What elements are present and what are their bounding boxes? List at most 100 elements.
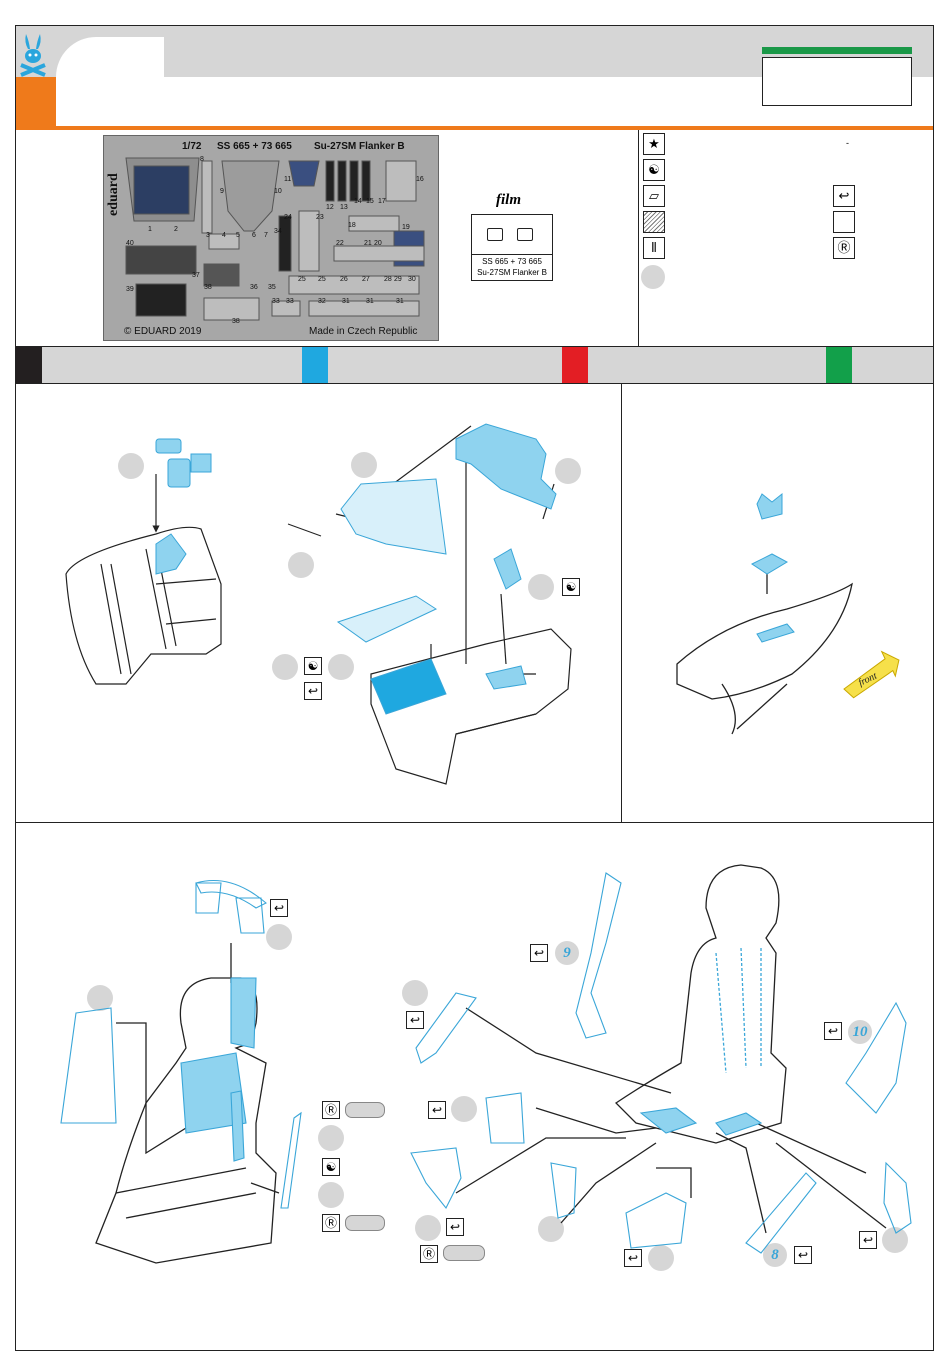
section-divider-horizontal	[16, 822, 933, 823]
star-icon: ★	[643, 133, 665, 155]
step-circle	[528, 574, 554, 600]
step-circle	[266, 924, 292, 950]
film-window-left	[487, 228, 503, 241]
fret-part-number: 25	[298, 276, 306, 283]
fret-codes: SS 665 + 73 665	[217, 141, 292, 152]
reverse-icon: Ⓡ	[322, 1101, 340, 1119]
fret-part-number: 6	[252, 232, 256, 239]
fret-part-number: 9	[220, 188, 224, 195]
seat-instruction-drawing	[60, 864, 912, 1264]
hatched-icon	[643, 211, 665, 233]
fret-part-number: 15	[366, 198, 374, 205]
step-circle	[328, 654, 354, 680]
fold-icon: ↩	[530, 944, 548, 962]
color-chip-black	[16, 347, 42, 383]
step-circle	[415, 1215, 441, 1241]
fret-part-number: 33	[272, 298, 280, 305]
fret-part-number: 31	[366, 298, 374, 305]
fret-part-number: 31	[342, 298, 350, 305]
film-divider	[471, 254, 553, 255]
step-number-8: 8	[763, 1243, 787, 1267]
fret-part-number: 22	[336, 240, 344, 247]
fret-part-number: 17	[378, 198, 386, 205]
color-chip-blue	[302, 347, 328, 383]
step-circle	[272, 654, 298, 680]
step-circle	[351, 452, 377, 478]
fret-part-number: 7	[264, 232, 268, 239]
fret-part-number: 4	[222, 232, 226, 239]
header-tab	[56, 37, 164, 127]
drill-icon: ⫴	[643, 237, 665, 259]
fold-icon: ↩	[824, 1022, 842, 1040]
fret-parts-drawing	[125, 157, 425, 321]
fret-copyright: © EDUARD 2019	[124, 326, 202, 337]
yin-yang-icon: ☯	[304, 657, 322, 675]
fret-part-number: 32	[318, 298, 326, 305]
color-strip	[16, 347, 933, 383]
fret-part-number: 5	[236, 232, 240, 239]
fret-scale: 1/72	[182, 141, 202, 152]
step-circle	[648, 1245, 674, 1271]
step-circle	[318, 1125, 344, 1151]
fret-part-number: 19	[402, 224, 410, 231]
step-number-9: 9	[555, 941, 579, 965]
film-box	[471, 214, 553, 281]
fret-part-number: 37	[192, 272, 200, 279]
step-circle	[87, 985, 113, 1011]
step-number-10: 10	[848, 1020, 872, 1044]
fret-part-number: 11	[284, 176, 292, 183]
fret-part-number: 3	[206, 232, 210, 239]
fret-kit: Su-27SM Flanker B	[314, 141, 405, 152]
fold-icon: ↩	[833, 185, 855, 207]
legend-number-circle	[641, 265, 665, 289]
fret-origin: Made in Czech Republic	[309, 326, 418, 337]
step-circle	[288, 552, 314, 578]
fret-part-number: 24	[284, 214, 292, 221]
nose-instruction-drawing: front	[676, 492, 900, 735]
rabbit-logo-icon	[20, 34, 46, 77]
film-codes: SS 665 + 73 665	[482, 257, 542, 266]
fret-part-number: 28	[384, 276, 392, 283]
step-circle	[555, 458, 581, 484]
fret-part-number: 16	[416, 176, 424, 183]
glass-icon: ▱	[643, 185, 665, 207]
fold-icon: ↩	[428, 1101, 446, 1119]
fret-part-number: 2	[174, 226, 178, 233]
cockpit-instruction-drawing	[65, 423, 572, 785]
fret-part-number: 1	[148, 226, 152, 233]
fret-part-number: 26	[340, 276, 348, 283]
fold-icon: ↩	[406, 1011, 424, 1029]
fret-part-number: 36	[250, 284, 258, 291]
fret-part-number: 18	[348, 222, 356, 229]
fold-icon: ↩	[304, 682, 322, 700]
photo-etch-fret: 1/72 SS 665 + 73 665 Su-27SM Flanker B e…	[103, 135, 439, 341]
step-circle	[118, 453, 144, 479]
fold-icon: ↩	[270, 899, 288, 917]
step-circle	[538, 1216, 564, 1242]
section-divider-vertical	[621, 383, 622, 823]
strip-bottom-line	[16, 383, 933, 384]
step-circle	[318, 1182, 344, 1208]
page-frame	[15, 25, 934, 1351]
reverse-icon: Ⓡ	[322, 1214, 340, 1232]
fret-part-number: 35	[268, 284, 276, 291]
fold-icon: ↩	[446, 1218, 464, 1236]
color-chip-green	[826, 347, 852, 383]
fret-part-number: 38	[204, 284, 212, 291]
code-green-bar	[762, 47, 912, 54]
code-box	[762, 57, 912, 106]
fret-part-number: 23	[316, 214, 324, 221]
fret-part-number: 29	[394, 276, 402, 283]
grey-pill	[443, 1245, 485, 1261]
fret-part-number: 14	[354, 198, 362, 205]
fret-part-number: 27	[362, 276, 370, 283]
fret-part-number: 8	[200, 156, 204, 163]
header-orange-block	[16, 77, 56, 127]
fret-part-number: 25	[318, 276, 326, 283]
fold-icon: ↩	[794, 1246, 812, 1264]
yin-yang-icon: ☯	[562, 578, 580, 596]
step-circle	[451, 1096, 477, 1122]
film-label: film	[496, 192, 521, 208]
step-circle	[402, 980, 428, 1006]
fret-part-number: 34	[274, 228, 282, 235]
